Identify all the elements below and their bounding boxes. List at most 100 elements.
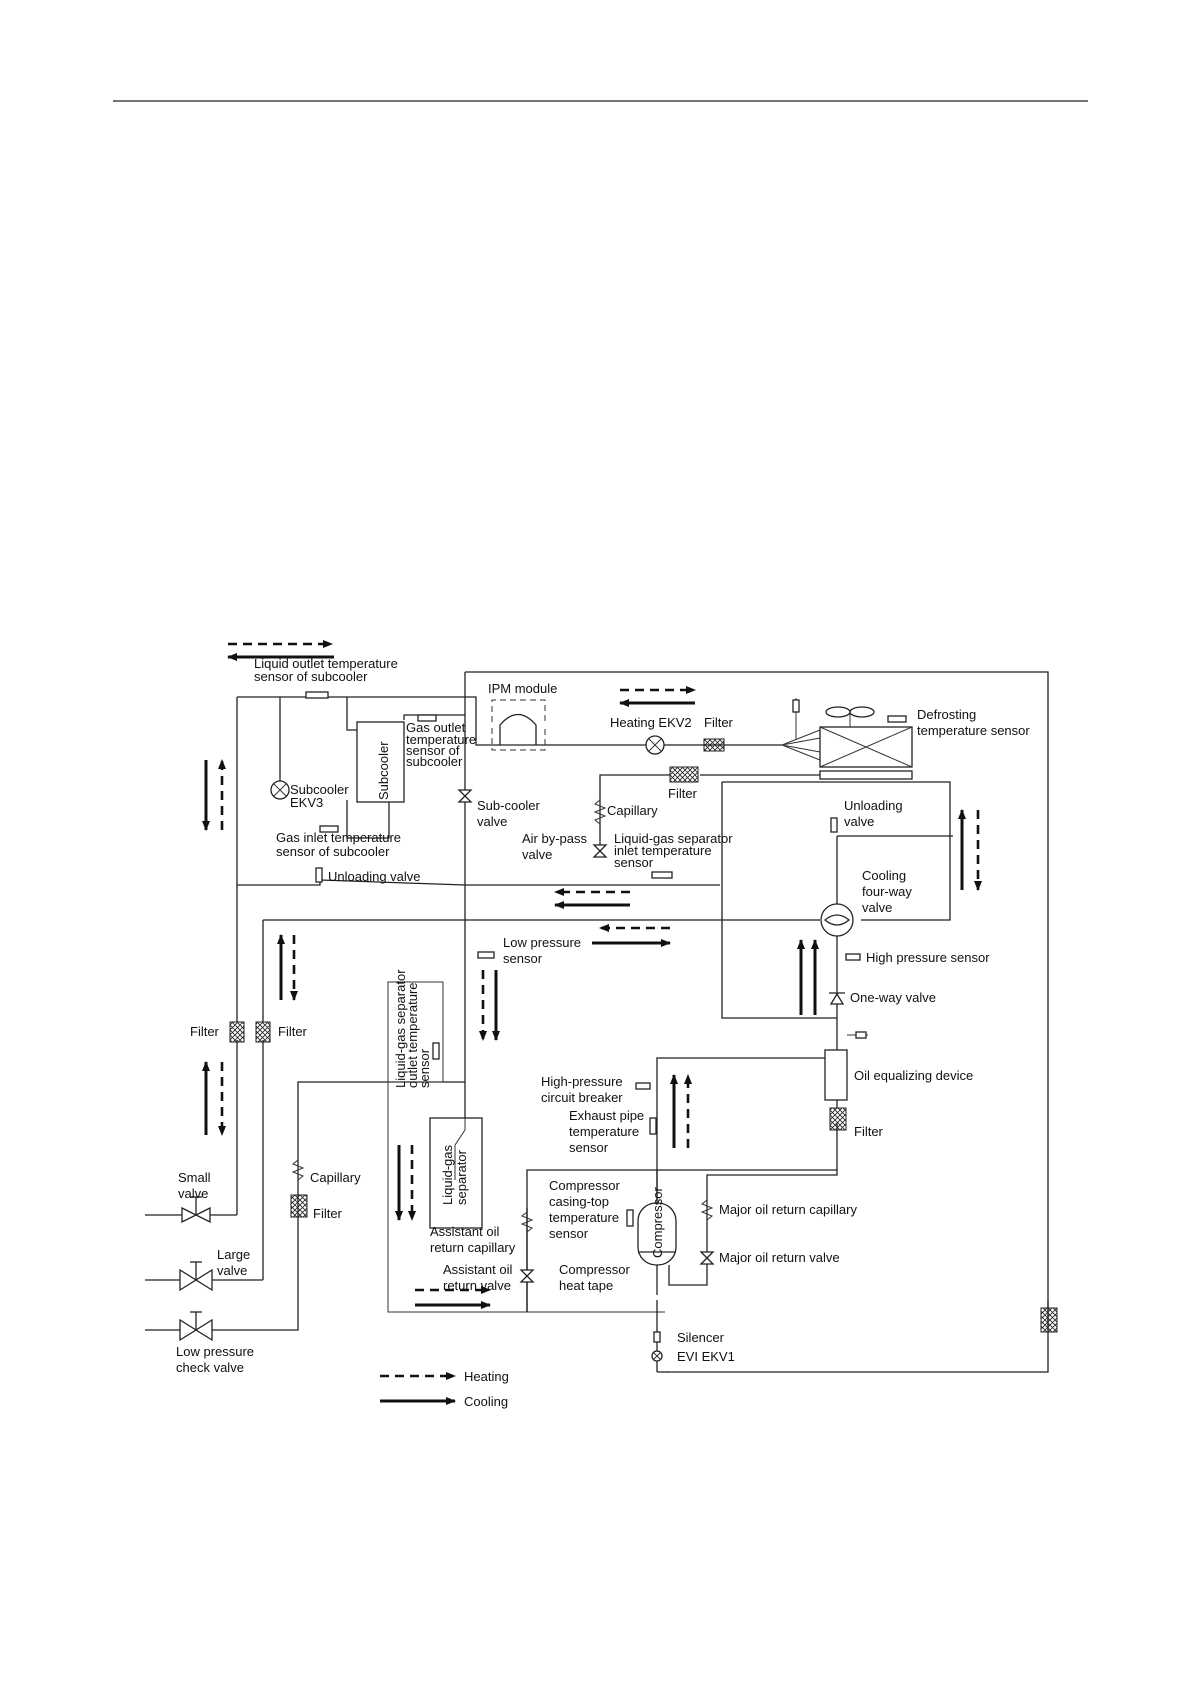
- label-unloading-right-1: Unloading: [844, 798, 903, 813]
- flow-arrows: [202, 640, 982, 1309]
- label-casing-top-3: temperature: [549, 1210, 619, 1225]
- label-capillary-low: Capillary: [310, 1170, 361, 1185]
- label-liquid-outlet-1: Liquid outlet temperature: [254, 656, 398, 671]
- label-filter-low: Filter: [313, 1206, 343, 1221]
- label-lg-inlet-2: inlet temperature: [614, 843, 712, 858]
- filter-mid-icon: [669, 766, 699, 783]
- label-casing-top-2: casing-top: [549, 1194, 609, 1209]
- label-exhaust-3: sensor: [569, 1140, 609, 1155]
- label-heating-ekv2: Heating EKV2: [610, 715, 692, 730]
- lg-outlet-sensor-icon: [432, 1042, 440, 1060]
- label-lg-outlet-2: outlet temperature: [405, 982, 420, 1088]
- subcooler-box: [356, 721, 405, 803]
- label-assistant-valve-1: Assistant oil: [443, 1262, 512, 1277]
- label-filter-left2: Filter: [278, 1024, 308, 1039]
- casing-top-sensor-icon: [626, 1209, 634, 1227]
- capillary-top-icon: [593, 799, 607, 825]
- label-capillary-top: Capillary: [607, 803, 658, 818]
- label-assistant-valve-2: return valve: [443, 1278, 511, 1293]
- label-gas-inlet-1: Gas inlet temperature: [276, 830, 401, 845]
- label-lg-inlet-1: Liquid-gas separator: [614, 831, 733, 846]
- label-filter-oil: Filter: [854, 1124, 884, 1139]
- compressor-label: Compressor: [650, 1187, 665, 1258]
- label-cooling-4way-1: Cooling: [862, 868, 906, 883]
- ipm-module-icon: [491, 699, 546, 751]
- label-silencer: Silencer: [677, 1330, 725, 1345]
- lg-inlet-sensor-icon: [651, 871, 673, 879]
- liquid-outlet-sensor-icon: [305, 691, 329, 699]
- air-bypass-valve-icon: [592, 844, 608, 858]
- label-sub-cooler-valve-1: Sub-cooler: [477, 798, 541, 813]
- legend-cooling-label: Cooling: [464, 1394, 508, 1409]
- filter-left2-icon: [255, 1021, 271, 1043]
- subcooler-label: Subcooler: [376, 741, 391, 800]
- one-way-valve-icon: [829, 992, 845, 1005]
- labels: Liquid outlet temperature sensor of subc…: [176, 656, 1030, 1375]
- four-way-valve-icon: [820, 903, 854, 937]
- label-filter-top: Filter: [704, 715, 734, 730]
- label-gas-outlet-1: Gas outlet: [406, 720, 466, 735]
- label-exhaust-2: temperature: [569, 1124, 639, 1139]
- label-large-valve-2: valve: [217, 1263, 247, 1278]
- label-gas-outlet-2: temperature: [406, 732, 476, 747]
- capillary-low-icon: [291, 1159, 305, 1181]
- label-small-valve-1: Small: [178, 1170, 211, 1185]
- label-gas-inlet-2: sensor of subcooler: [276, 844, 390, 859]
- label-exhaust-1: Exhaust pipe: [569, 1108, 644, 1123]
- label-gas-outlet-3: sensor of: [406, 743, 460, 758]
- filter-right-icon: [1040, 1307, 1058, 1333]
- label-lg-inlet-3: sensor: [614, 855, 654, 870]
- large-valve-icon: [179, 1261, 213, 1292]
- label-air-bypass-1: Air by-pass: [522, 831, 588, 846]
- sub-cooler-valve-icon: [457, 789, 473, 803]
- lg-separator-icon: [429, 1117, 483, 1229]
- label-lg-outlet-1: Liquid-gas separator: [393, 969, 408, 1088]
- label-casing-top-1: Compressor: [549, 1178, 620, 1193]
- label-hp-breaker-2: circuit breaker: [541, 1090, 623, 1105]
- label-cooling-4way-2: four-way: [862, 884, 912, 899]
- label-low-pressure-1: Low pressure: [503, 935, 581, 950]
- filter-low-icon: [290, 1194, 308, 1218]
- label-assistant-cap-2: return capillary: [430, 1240, 516, 1255]
- ekv2-icon: [645, 735, 665, 755]
- evi-ekv1-icon: [651, 1350, 663, 1362]
- low-check-valve-icon: [179, 1311, 213, 1342]
- label-subcooler-ekv3-1: Subcooler: [290, 782, 349, 797]
- gas-outlet-sensor-icon: [417, 714, 437, 722]
- gas-inlet-sensor-icon: [319, 825, 339, 833]
- filter-oil-icon: [829, 1107, 847, 1131]
- label-hp-breaker-1: High-pressure: [541, 1074, 623, 1089]
- major-oil-valve-icon: [699, 1251, 715, 1265]
- assistant-valve-icon: [519, 1269, 535, 1283]
- label-cooling-4way-3: valve: [862, 900, 892, 915]
- label-liquid-outlet-2: sensor of subcooler: [254, 669, 368, 684]
- ekv3-icon: [270, 780, 290, 800]
- defrost-sensor-icon: [887, 715, 907, 723]
- label-evi: EVI EKV1: [677, 1349, 735, 1364]
- label-defrost-1: Defrosting: [917, 707, 976, 722]
- low-pressure-sensor-icon: [477, 951, 495, 959]
- fan-icon: [825, 706, 875, 727]
- label-low-pressure-2: sensor: [503, 951, 543, 966]
- high-pressure-sensor-icon: [845, 953, 861, 961]
- label-lg-outlet-3: sensor: [417, 1048, 432, 1088]
- label-unloading-left: Unloading valve: [328, 869, 421, 884]
- label-low-check-2: check valve: [176, 1360, 244, 1375]
- label-one-way: One-way valve: [850, 990, 936, 1005]
- label-ipm: IPM module: [488, 681, 557, 696]
- label-major-oil-cap: Major oil return capillary: [719, 1202, 857, 1217]
- label-small-valve-2: valve: [178, 1186, 208, 1201]
- unloading-right-icon: [830, 817, 838, 833]
- label-casing-top-4: sensor: [549, 1226, 589, 1241]
- label-subcooler-ekv3-2: EKV3: [290, 795, 323, 810]
- silencer-icon: [653, 1331, 661, 1343]
- lg-separator-label-1: Liquid-gas: [440, 1145, 455, 1205]
- label-heat-tape-2: heat tape: [559, 1278, 613, 1293]
- unloading-left-icon: [315, 867, 323, 883]
- label-large-valve-1: Large: [217, 1247, 250, 1262]
- label-oil-equalizing: Oil equalizing device: [854, 1068, 973, 1083]
- legend-heating-label: Heating: [464, 1369, 509, 1384]
- oil-equalizing-device-icon: [824, 1049, 848, 1101]
- label-assistant-cap-1: Assistant oil: [430, 1224, 499, 1239]
